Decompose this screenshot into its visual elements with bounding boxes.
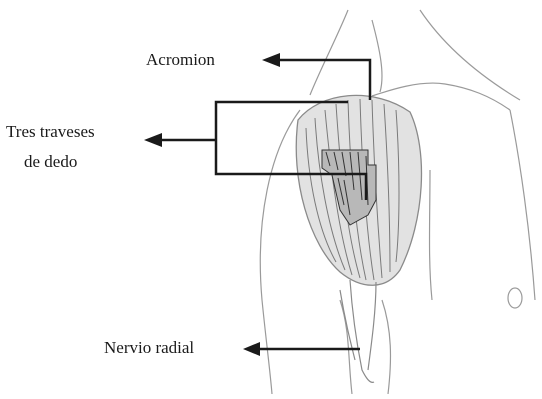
acromion-callout-line — [280, 60, 370, 100]
label-tres-traveses-line1: Tres traveses — [6, 122, 95, 141]
deltoid-muscle — [296, 95, 421, 285]
arrowheads — [144, 53, 280, 356]
label-nervio-radial: Nervio radial — [104, 338, 194, 357]
label-tres-traveses-line2: de dedo — [24, 152, 77, 171]
acromion-arrowhead — [262, 53, 280, 67]
tres-traveses-arrowhead — [144, 133, 162, 147]
nervio-radial-arrowhead — [243, 342, 260, 356]
label-acromion: Acromion — [146, 50, 215, 69]
arm-structures — [340, 280, 376, 382]
